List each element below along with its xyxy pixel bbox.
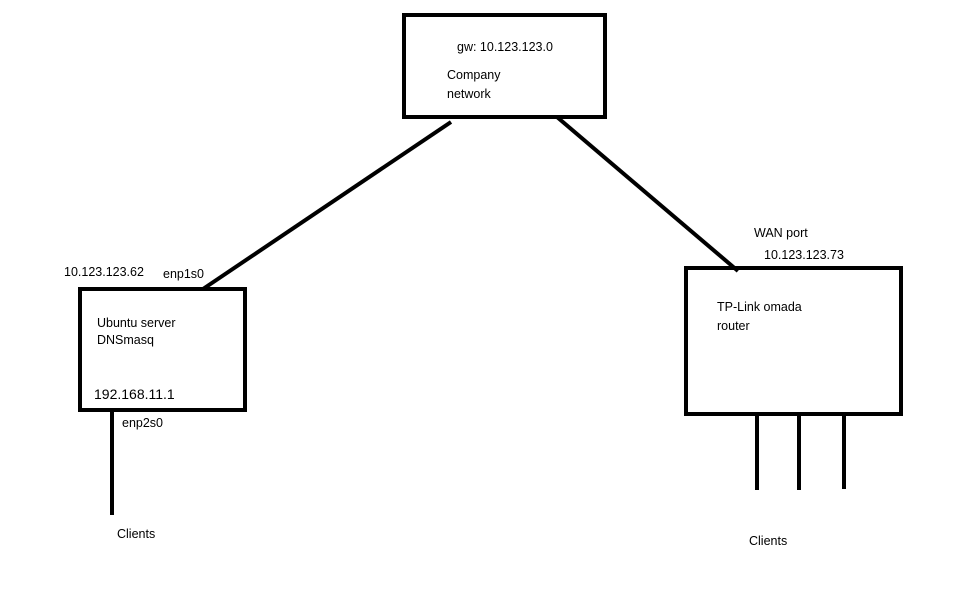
ubuntu-clients-label: Clients bbox=[117, 527, 156, 541]
link-company-router bbox=[555, 115, 740, 273]
company-name-line1: Company bbox=[447, 68, 501, 82]
link-company-ubuntu bbox=[201, 120, 453, 291]
company-gateway-label: gw: 10.123.123.0 bbox=[457, 40, 553, 54]
ubuntu-lan-iface-label: enp2s0 bbox=[122, 416, 164, 430]
ubuntu-wan-ip-label: 10.123.123.62 bbox=[64, 265, 144, 279]
company-name-line2: network bbox=[447, 87, 491, 101]
ubuntu-lan-ip-label: 192.168.11.1 bbox=[94, 386, 175, 402]
router-wan-port-label: WAN port bbox=[754, 226, 808, 240]
router-wan-ip-label: 10.123.123.73 bbox=[764, 248, 844, 262]
company-network-box bbox=[402, 13, 607, 119]
router-name-line1: TP-Link omada bbox=[717, 300, 802, 314]
router-box bbox=[684, 266, 903, 416]
router-clients-label: Clients bbox=[749, 534, 788, 548]
router-name-line2: router bbox=[717, 319, 750, 333]
ubuntu-server-box bbox=[78, 287, 247, 412]
ubuntu-wan-iface-label: enp1s0 bbox=[163, 267, 205, 281]
ubuntu-name-line2: DNSmasq bbox=[97, 333, 154, 347]
ubuntu-name-line1: Ubuntu server bbox=[97, 316, 176, 330]
